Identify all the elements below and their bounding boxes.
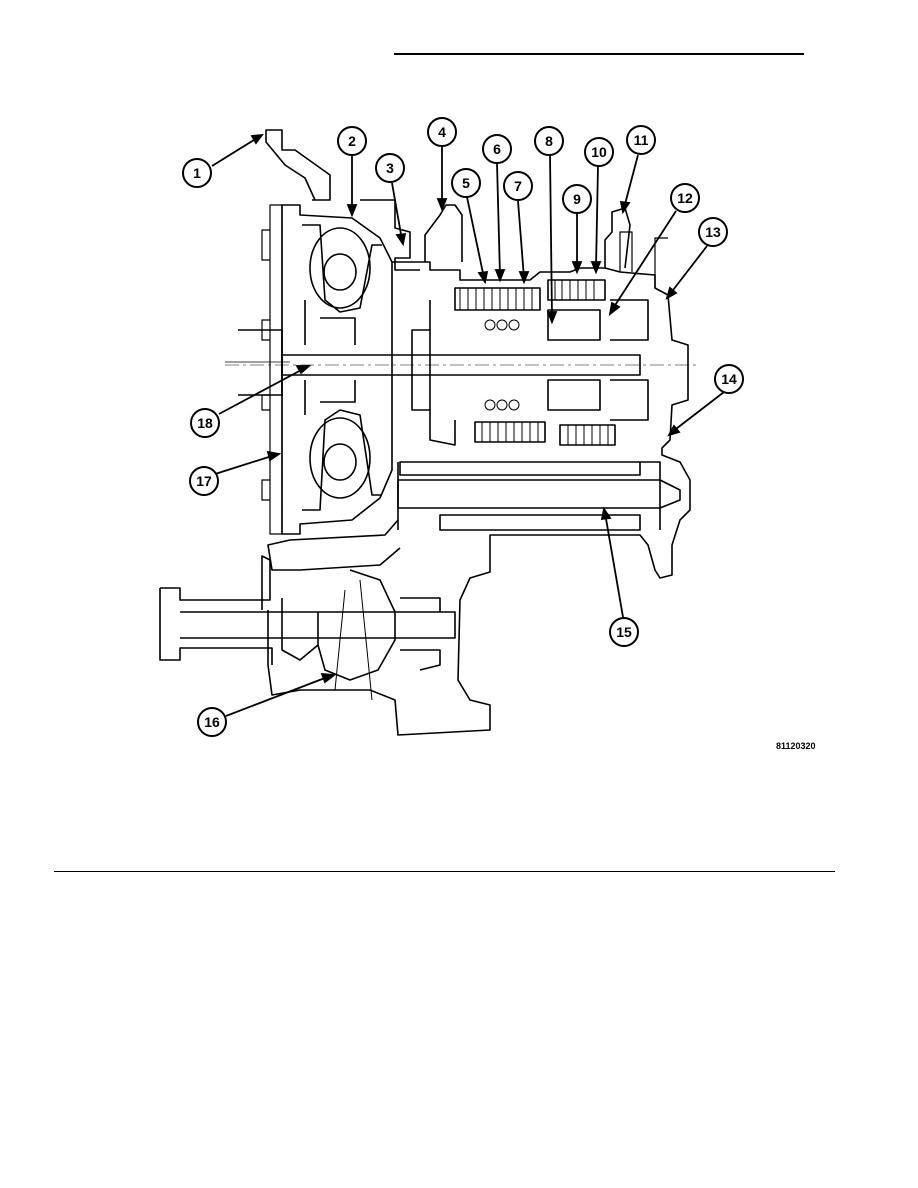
callout-18: [190, 408, 220, 438]
callout-4: [427, 117, 457, 147]
callout-label-1: 1: [193, 165, 201, 181]
callout-2: [337, 126, 367, 156]
callout-1: [182, 158, 212, 188]
callout-16: [197, 707, 227, 737]
callout-10: [584, 137, 614, 167]
callout-label-3: 3: [386, 160, 394, 176]
callout-5: [451, 168, 481, 198]
figure-code: 81120320: [776, 741, 816, 751]
callout-9: [562, 184, 592, 214]
callout-label-13: 13: [705, 224, 721, 240]
callout-label-15: 15: [616, 624, 632, 640]
callout-12: [670, 183, 700, 213]
callout-label-7: 7: [514, 178, 522, 194]
callout-label-9: 9: [573, 191, 581, 207]
callout-label-14: 14: [721, 371, 737, 387]
callout-label-6: 6: [493, 141, 501, 157]
callout-label-17: 17: [196, 473, 212, 489]
callout-14: [714, 364, 744, 394]
callout-15: [609, 617, 639, 647]
callout-label-2: 2: [348, 133, 356, 149]
callout-8: [534, 126, 564, 156]
transaxle-drawing: [159, 129, 700, 736]
callout-label-16: 16: [204, 714, 220, 730]
callout-3: [375, 153, 405, 183]
callout-7: [503, 171, 533, 201]
callout-label-18: 18: [197, 415, 213, 431]
callout-11: [626, 125, 656, 155]
callout-circles: [182, 117, 744, 737]
callout-label-5: 5: [462, 175, 470, 191]
callout-6: [482, 134, 512, 164]
callout-13: [698, 217, 728, 247]
bottom-rule: [54, 871, 835, 872]
callout-label-8: 8: [545, 133, 553, 149]
callout-label-4: 4: [438, 124, 446, 140]
callout-label-12: 12: [677, 190, 693, 206]
callout-label-11: 11: [634, 132, 649, 148]
callout-label-10: 10: [591, 144, 607, 160]
callout-numbers: 1 2 3 4 5 6 7 8 9 10 11 12 13 14 15 16 1…: [193, 124, 737, 730]
top-rule: [394, 53, 804, 55]
leader-lines: [211, 133, 725, 717]
callout-17: [189, 466, 219, 496]
